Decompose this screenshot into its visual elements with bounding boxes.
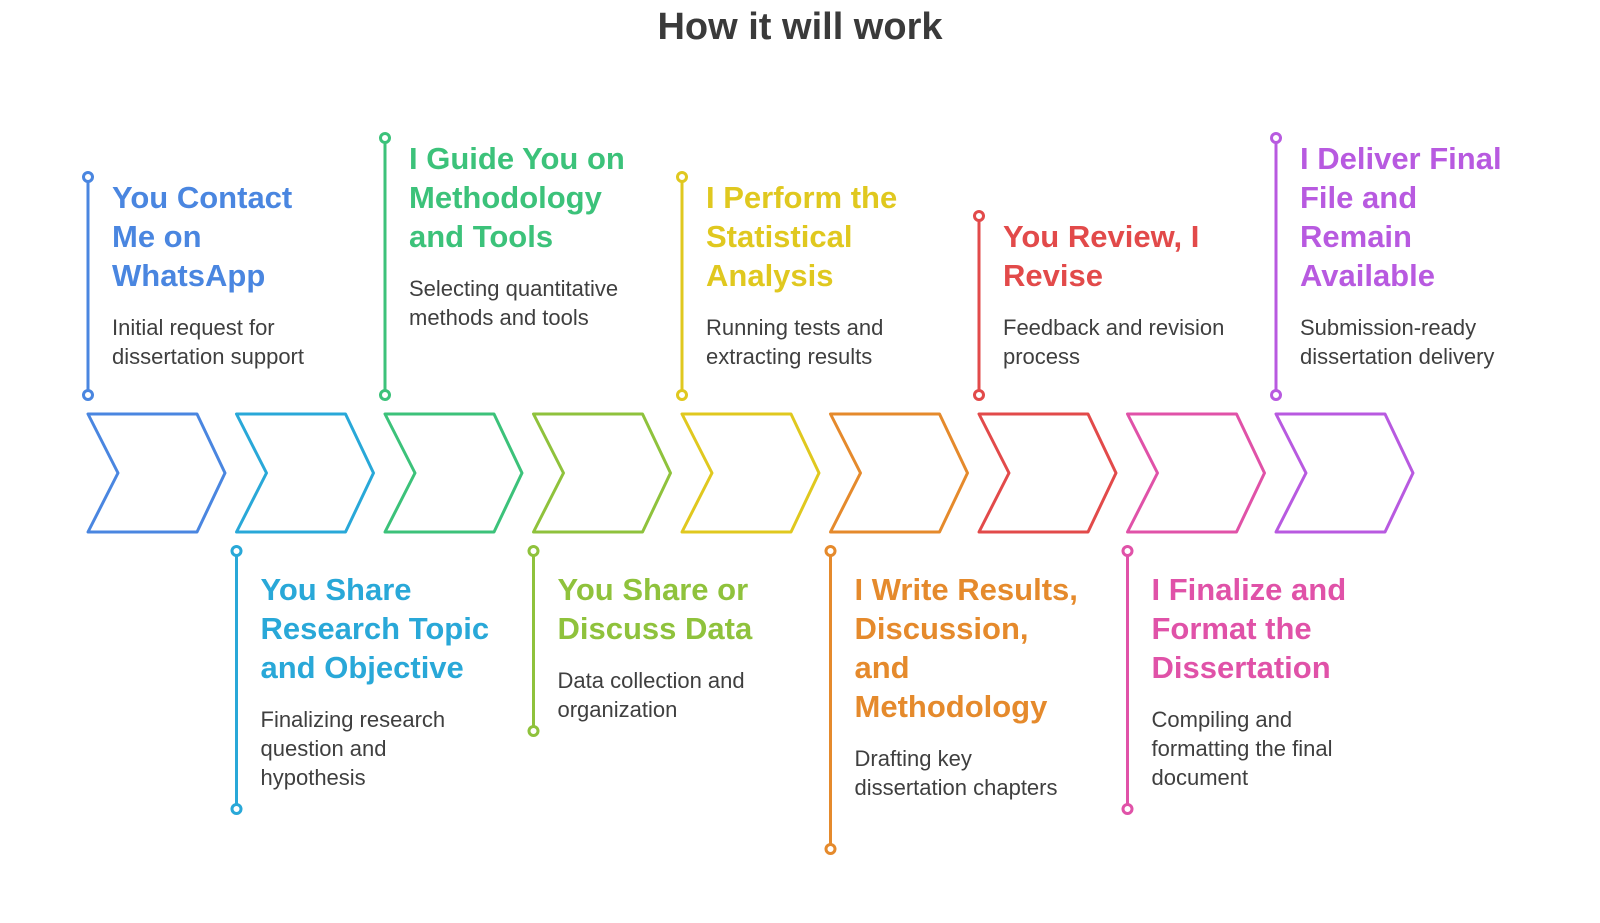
step-connector-dot-4-2 [527,725,540,737]
step-chevron-1 [86,412,227,534]
step-9: I Deliver Final File and Remain Availabl… [1300,139,1525,371]
step-description: Compiling and formatting the final docum… [1151,707,1333,790]
step-description: Data collection and organization [557,668,745,722]
step-connector-dot-4-1 [527,545,540,557]
step-description: Feedback and revision process [1003,315,1225,369]
step-heading: I Perform the Statistical Analysis [706,180,898,293]
step-heading: I Write Results, Discussion, and Methodo… [854,572,1078,724]
step-heading: I Deliver Final File and Remain Availabl… [1300,141,1502,293]
step-heading: You Share Research Topic and Objective [260,572,490,685]
step-connector-dot-9-2 [1270,389,1282,401]
step-connector-dot-5-1 [676,171,688,183]
step-chevron-4 [532,412,672,534]
step-connector-dot-2-1 [230,545,243,557]
step-connector-dot-8-1 [1121,545,1134,557]
step-heading: I Finalize and Format the Dissertation [1151,572,1347,685]
step-heading: You Share or Discuss Data [557,572,753,646]
step-chevron-5 [680,412,821,534]
step-heading: I Guide You on Methodology and Tools [409,141,625,254]
step-chevron-9 [1274,412,1415,534]
step-connector-dot-6-2 [824,843,837,855]
step-chevron-3 [383,412,524,534]
step-connector-dot-6-1 [824,545,837,557]
step-chevron-6 [829,412,969,534]
step-description: Initial request for dissertation support [112,315,304,369]
step-connector-dot-1-1 [82,171,94,183]
step-connector-dot-3-1 [379,132,391,144]
step-connector-dot-3-2 [379,389,391,401]
step-connector-dot-7-1 [973,210,985,222]
step-chevron-8 [1126,412,1266,534]
page-title: How it will work [657,6,943,48]
step-heading: You Contact Me on WhatsApp [112,180,293,293]
step-connector-dot-2-2 [230,803,243,815]
step-chevron-7 [977,412,1118,534]
step-connector-dot-5-2 [676,389,688,401]
step-chevron-2 [235,412,375,534]
step-description: Selecting quantitative methods and tools [409,276,619,330]
step-description: Submission-ready dissertation delivery [1300,315,1495,369]
step-description: Running tests and extracting results [706,315,884,369]
step-connector-dot-8-2 [1121,803,1134,815]
step-connector-dot-1-2 [82,389,94,401]
step-description: Drafting key dissertation chapters [854,746,1058,800]
step-heading: You Review, I Revise [1003,219,1200,293]
step-6: I Write Results, Discussion, and Methodo… [855,570,1085,802]
step-description: Finalizing research question and hypothe… [260,707,446,790]
step-connector-dot-9-1 [1270,132,1282,144]
step-connector-dot-7-2 [973,389,985,401]
